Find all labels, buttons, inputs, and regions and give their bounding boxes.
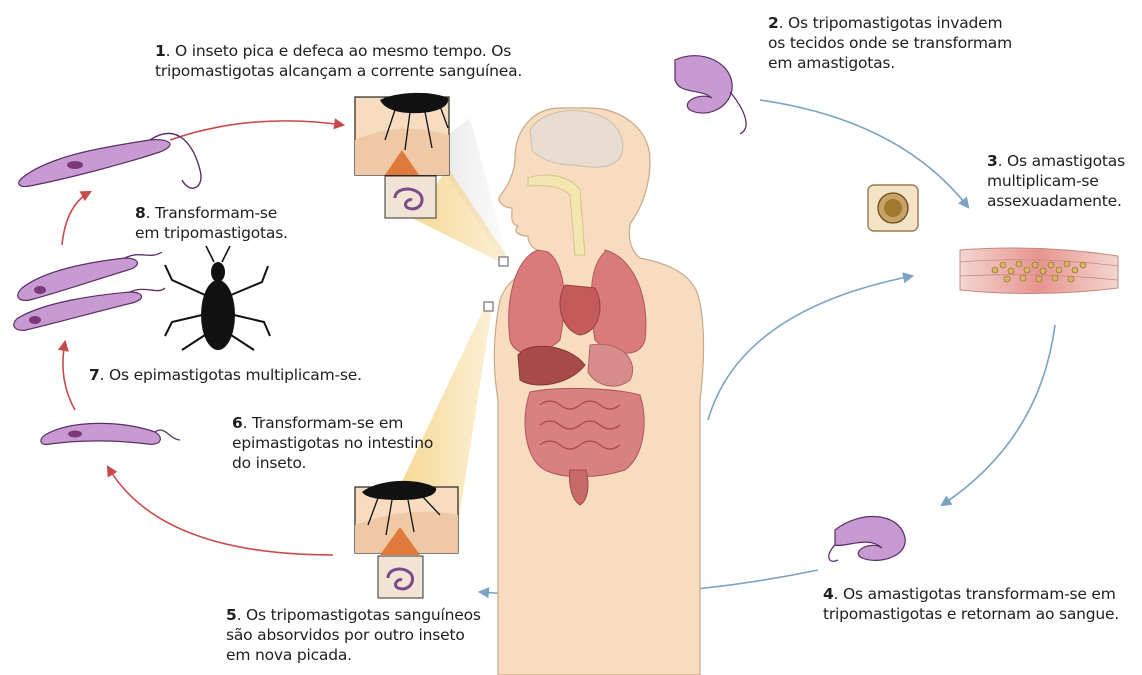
- epimastigotes-step-7: [14, 252, 165, 330]
- arrow-8-to-1: [170, 121, 343, 140]
- arrow-5-to-6: [108, 467, 333, 555]
- arrow-7-to-8: [62, 192, 90, 245]
- step-8-label: 8. Transformam-se em tripomastigotas.: [135, 203, 288, 243]
- arrow-body-to-tissue: [708, 276, 912, 420]
- arrow-6-to-7: [63, 342, 75, 410]
- trypomastigote-step-8: [19, 133, 201, 188]
- amastigote-cell-icon: [868, 185, 918, 231]
- trypomastigote-step-4: [829, 517, 905, 562]
- insect-icon-bottom: [362, 481, 436, 500]
- zoom-marker-bottom: [484, 302, 493, 311]
- lung-left: [509, 250, 564, 353]
- step-3-label: 3. Os amastigotas multiplicam-se assexua…: [987, 151, 1125, 211]
- human-body: [484, 108, 704, 675]
- step-6-label: 6. Transformam-se em epimastigotas no in…: [232, 413, 433, 473]
- step-1-label: 1. O inseto pica e defeca ao mesmo tempo…: [155, 41, 522, 81]
- step-2-label: 2. Os tripomastigotas invadem os tecidos…: [768, 13, 1012, 73]
- triatomine-insect-icon: [165, 246, 270, 350]
- step-5-label: 5. Os tripomastigotas sanguíneos são abs…: [226, 605, 481, 665]
- insect-cycle-arrows: [62, 121, 343, 555]
- arrow-3-to-4: [942, 325, 1055, 505]
- infected-tissue: [960, 248, 1118, 294]
- bite-inset-top: [355, 93, 449, 218]
- bite-inset-bottom: [355, 481, 458, 598]
- step-7-label: 7. Os epimastigotas multiplicam-se.: [89, 365, 362, 385]
- epimastigote-step-6: [41, 423, 180, 444]
- step-4-label: 4. Os amastigotas transformam-se em trip…: [823, 584, 1119, 624]
- zoom-marker-top: [499, 257, 508, 266]
- trypomastigote-step-2: [675, 56, 746, 134]
- arrow-2-to-3: [760, 100, 968, 207]
